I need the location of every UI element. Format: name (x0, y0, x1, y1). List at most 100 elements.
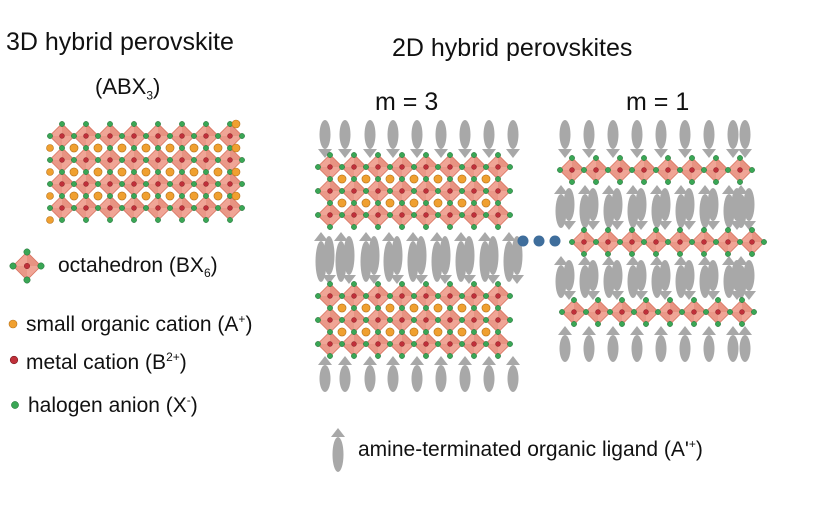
small-cation (337, 174, 347, 184)
octahedron (72, 170, 100, 198)
halogen-anion (761, 239, 767, 245)
organic-ligand (558, 120, 572, 158)
metal-cation (131, 205, 137, 211)
octahedron (436, 282, 464, 310)
halogen-anion (155, 217, 161, 223)
halogen-anion (581, 251, 587, 257)
halogen-anion (423, 353, 429, 359)
halogen-anion (131, 217, 137, 223)
metal-cation (351, 341, 357, 347)
octahedron (484, 306, 512, 334)
octahedron (48, 194, 76, 222)
halogen-anion (59, 121, 65, 127)
metal-cation (495, 212, 501, 218)
halogen-anion (339, 341, 345, 347)
halogen-anion (605, 251, 611, 257)
halogen-anion (423, 305, 429, 311)
halogen-anion (643, 321, 649, 327)
halogen-anion (507, 341, 513, 347)
halogen-anion (375, 176, 381, 182)
halogen-anion (435, 164, 441, 170)
halogen-anion (667, 321, 673, 327)
halogen-anion (215, 133, 221, 139)
metal-cation (155, 205, 161, 211)
halogen-anion (107, 121, 113, 127)
metal-cation (701, 239, 707, 245)
halogen-anion (435, 188, 441, 194)
metal-cation (179, 157, 185, 163)
halogen-anion (715, 321, 721, 327)
halogen-anion (351, 224, 357, 230)
metal-cation (495, 317, 501, 323)
organic-ligand (730, 188, 744, 230)
small-cation (231, 167, 241, 177)
small-cation (69, 191, 79, 201)
metal-cation (83, 205, 89, 211)
halogen-anion (483, 188, 489, 194)
small-cation (481, 198, 491, 208)
organic-ligand (342, 236, 356, 284)
halogen-anion (71, 157, 77, 163)
halogen-anion (155, 193, 161, 199)
halogen-anion (119, 133, 125, 139)
octahedron (582, 156, 610, 184)
small-cation (457, 174, 467, 184)
metal-cation (569, 167, 575, 173)
octahedron (388, 201, 416, 229)
halogen-anion (689, 179, 695, 185)
organic-ligand (338, 120, 352, 158)
halogen-anion (83, 145, 89, 151)
halogen-anion (119, 205, 125, 211)
small-cation (93, 143, 103, 153)
octahedron (738, 228, 766, 256)
halogen-anion (739, 321, 745, 327)
metal-cation (203, 181, 209, 187)
halogen-anion (215, 181, 221, 187)
small-cation (361, 303, 371, 313)
halogen-anion (375, 152, 381, 158)
small-cation (481, 174, 491, 184)
organic-ligand (630, 326, 644, 362)
halogen-anion (155, 169, 161, 175)
halogen-anion (387, 164, 393, 170)
halogen-anion (239, 181, 245, 187)
organic-ligand (510, 236, 524, 284)
halogen-anion (471, 176, 477, 182)
octahedron (144, 194, 172, 222)
small-cation (361, 198, 371, 208)
small-cation (361, 327, 371, 337)
halogen-anion (557, 167, 563, 173)
organic-ligand (742, 188, 756, 230)
halogen-anion (617, 179, 623, 185)
halogen-anion (595, 321, 601, 327)
metal-cation (179, 181, 185, 187)
legend-octahedron-label: octahedron (BX6) (58, 254, 218, 281)
legend-metal-cation-label: metal cation (B2+) (26, 350, 187, 374)
halogen-anion (737, 179, 743, 185)
organic-ligand (634, 260, 648, 300)
octahedron (96, 146, 124, 174)
halogen-anion (179, 193, 185, 199)
halogen-anion (617, 155, 623, 161)
metal-cation (83, 133, 89, 139)
metal-cation (107, 181, 113, 187)
octahedron (192, 194, 220, 222)
halogen-anion (653, 167, 659, 173)
metal-cation (203, 205, 209, 211)
perovskite-3d-lattice (46, 119, 245, 224)
octahedron (654, 156, 682, 184)
halogen-anion (471, 224, 477, 230)
halogen-anion (351, 329, 357, 335)
octahedron (340, 330, 368, 358)
halogen-anion (95, 133, 101, 139)
halogen-anion (227, 217, 233, 223)
halogen-anion (619, 297, 625, 303)
octahedron (316, 201, 344, 229)
halogen-anion (203, 145, 209, 151)
halogen-anion (447, 200, 453, 206)
halogen-anion (339, 212, 345, 218)
organic-ligand (738, 326, 752, 362)
halogen-anion (725, 167, 731, 173)
halogen-anion (167, 181, 173, 187)
halogen-anion (411, 317, 417, 323)
